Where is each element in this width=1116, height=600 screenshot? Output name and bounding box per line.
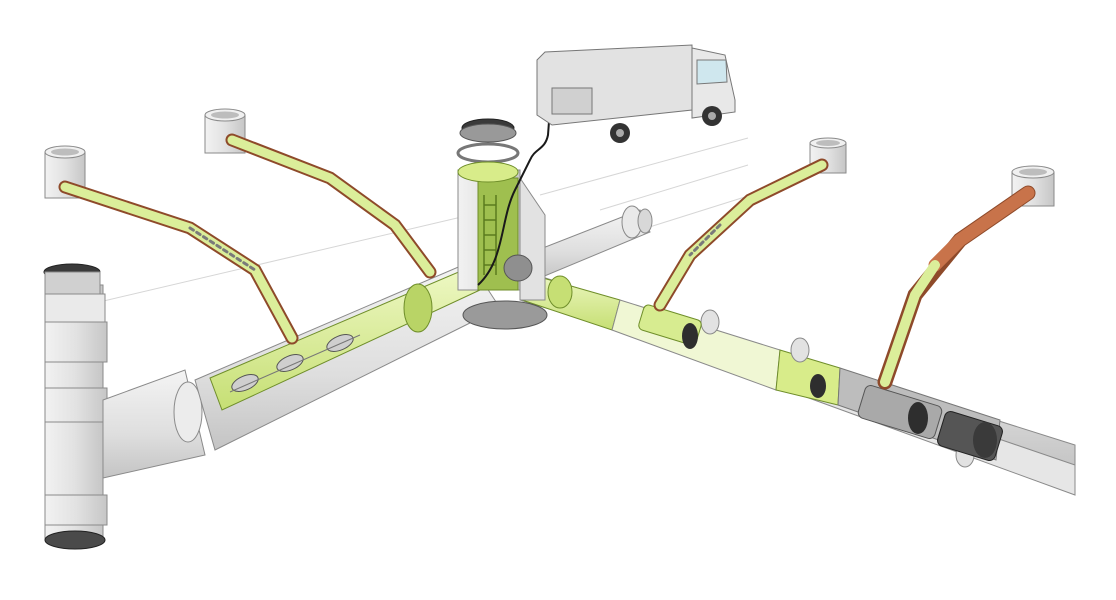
lateral-pipe-icon bbox=[58, 133, 1036, 390]
ground-lines bbox=[94, 137, 749, 304]
left-pipe-robots bbox=[229, 334, 361, 393]
riser-4 bbox=[1011, 165, 1055, 207]
upper-right-pipe bbox=[524, 205, 653, 281]
surface-risers bbox=[44, 108, 1055, 207]
service-truck-icon bbox=[536, 44, 736, 143]
pipe-robot-icon bbox=[638, 304, 1003, 461]
main-pipe-right bbox=[519, 269, 1076, 496]
control-cable bbox=[477, 107, 551, 286]
left-vertical-pipe bbox=[43, 263, 108, 550]
main-pipe-left bbox=[102, 261, 501, 479]
manhole-icon bbox=[456, 118, 548, 330]
